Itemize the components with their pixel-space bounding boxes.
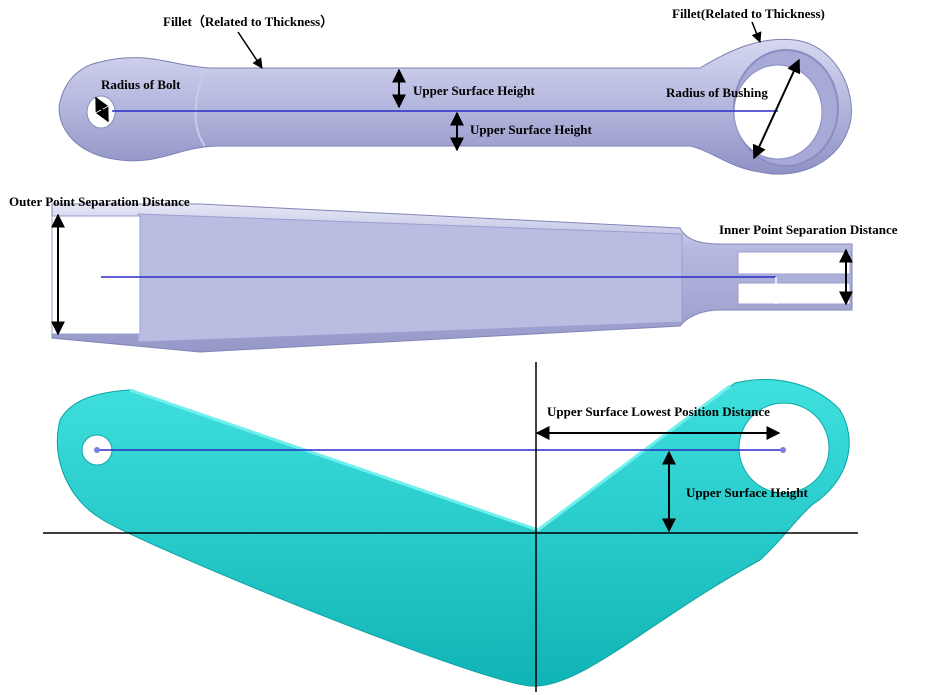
top-view-fillet-edge	[194, 69, 690, 147]
label-radius-bolt: Radius of Bolt	[101, 77, 181, 92]
top-view: Fillet（Related to Thickness） Fillet(Rela…	[58, 6, 852, 175]
label-upper-height-1: Upper Surface Height	[413, 83, 535, 98]
label-radius-bushing: Radius of Bushing	[666, 85, 768, 100]
bolt-hole	[86, 95, 116, 129]
front-bolt-center	[94, 447, 100, 453]
front-view: Upper Surface Lowest Position Distance U…	[43, 362, 858, 692]
label-fillet-right: Fillet(Related to Thickness)	[672, 6, 825, 21]
radius-bushing-arrow	[752, 58, 801, 160]
label-fillet-left: Fillet（Related to Thickness）	[163, 14, 333, 29]
fillet-left-leader	[237, 31, 263, 69]
side-view-web	[137, 213, 683, 343]
label-inner-separation: Inner Point Separation Distance	[719, 222, 898, 237]
label-upper-height-3: Upper Surface Height	[686, 485, 808, 500]
outer-end-pocket	[51, 215, 141, 335]
label-lowest-position: Upper Surface Lowest Position Distance	[547, 404, 770, 419]
front-bushing-center	[780, 447, 786, 453]
top-view-link-body	[58, 38, 852, 175]
side-view: Outer Point Separation Distance Inner Po…	[9, 194, 898, 353]
radius-bolt-arrow	[95, 96, 109, 123]
fillet-right-leader	[751, 21, 762, 43]
bushing-hole	[733, 64, 823, 160]
label-outer-separation: Outer Point Separation Distance	[9, 194, 190, 209]
label-upper-height-2: Upper Surface Height	[470, 122, 592, 137]
